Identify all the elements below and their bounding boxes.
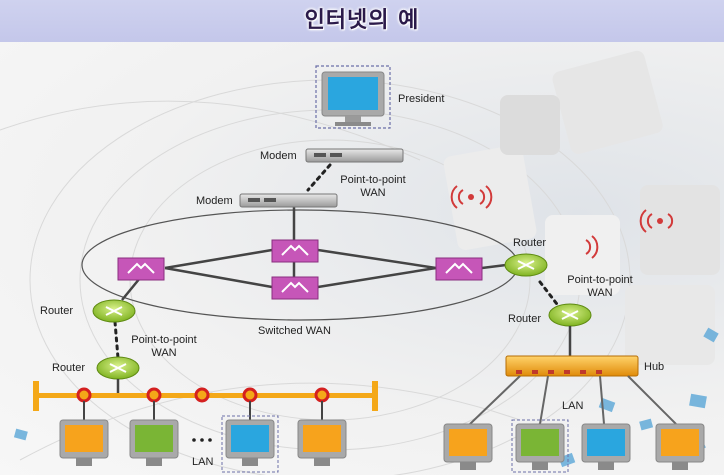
ptp-top-line2: WAN (360, 187, 386, 199)
switch-icon (271, 276, 319, 300)
switch-icon (271, 239, 319, 263)
ptp-left-line1: Point-to-point (131, 334, 197, 346)
computer-icon (581, 423, 631, 470)
router-icon (548, 303, 592, 327)
switched-wan-label: Switched WAN (258, 325, 331, 337)
router-icon (92, 299, 136, 323)
hub-icon (505, 355, 639, 377)
switch-icon (117, 257, 165, 281)
router-right-top-label: Router (513, 237, 547, 249)
computer-icon (129, 419, 179, 466)
title-bar (0, 0, 724, 42)
ptp-left-line2: WAN (151, 347, 177, 359)
computer-icon (443, 423, 493, 470)
router-icon (96, 356, 140, 380)
lan-left-label: LAN (192, 456, 214, 468)
computer-icon (297, 419, 347, 466)
ptp-left-label: Point-to-point WAN (122, 334, 206, 360)
president-computer-icon (315, 65, 391, 129)
ptp-right-line1: Point-to-point (567, 274, 633, 286)
president-label: President (398, 93, 445, 105)
router-left-top-label: Router (40, 305, 74, 317)
slide-title: 인터넷의 예 (304, 8, 420, 33)
router-right-bottom-label: Router (508, 313, 542, 325)
modem-bottom-icon (239, 193, 338, 208)
computer-icon (221, 415, 279, 473)
computer-icon (511, 419, 569, 473)
switch-icon (435, 257, 483, 281)
modem-bottom-label: Modem (196, 195, 233, 207)
computer-icon (655, 423, 705, 470)
lan-right-label: LAN (562, 400, 584, 412)
router-left-bottom-label: Router (52, 362, 86, 374)
bus-taps (76, 387, 330, 403)
point-to-point-links (113, 163, 562, 360)
ptp-right-label: Point-to-point WAN (558, 274, 642, 300)
ptp-right-line2: WAN (587, 287, 613, 299)
background-cubes (13, 50, 720, 468)
modem-top-label: Modem (260, 150, 297, 162)
ptp-top-line1: Point-to-point (340, 174, 406, 186)
wan-links (121, 207, 507, 301)
ptp-top-label: Point-to-point WAN (333, 174, 413, 200)
modem-top-icon (305, 148, 404, 163)
router-icon (504, 253, 548, 277)
hub-links (469, 375, 677, 425)
bus-drops (83, 401, 323, 420)
computer-icon (59, 419, 109, 466)
ellipsis-dots (192, 438, 212, 442)
hub-label: Hub (644, 361, 665, 373)
